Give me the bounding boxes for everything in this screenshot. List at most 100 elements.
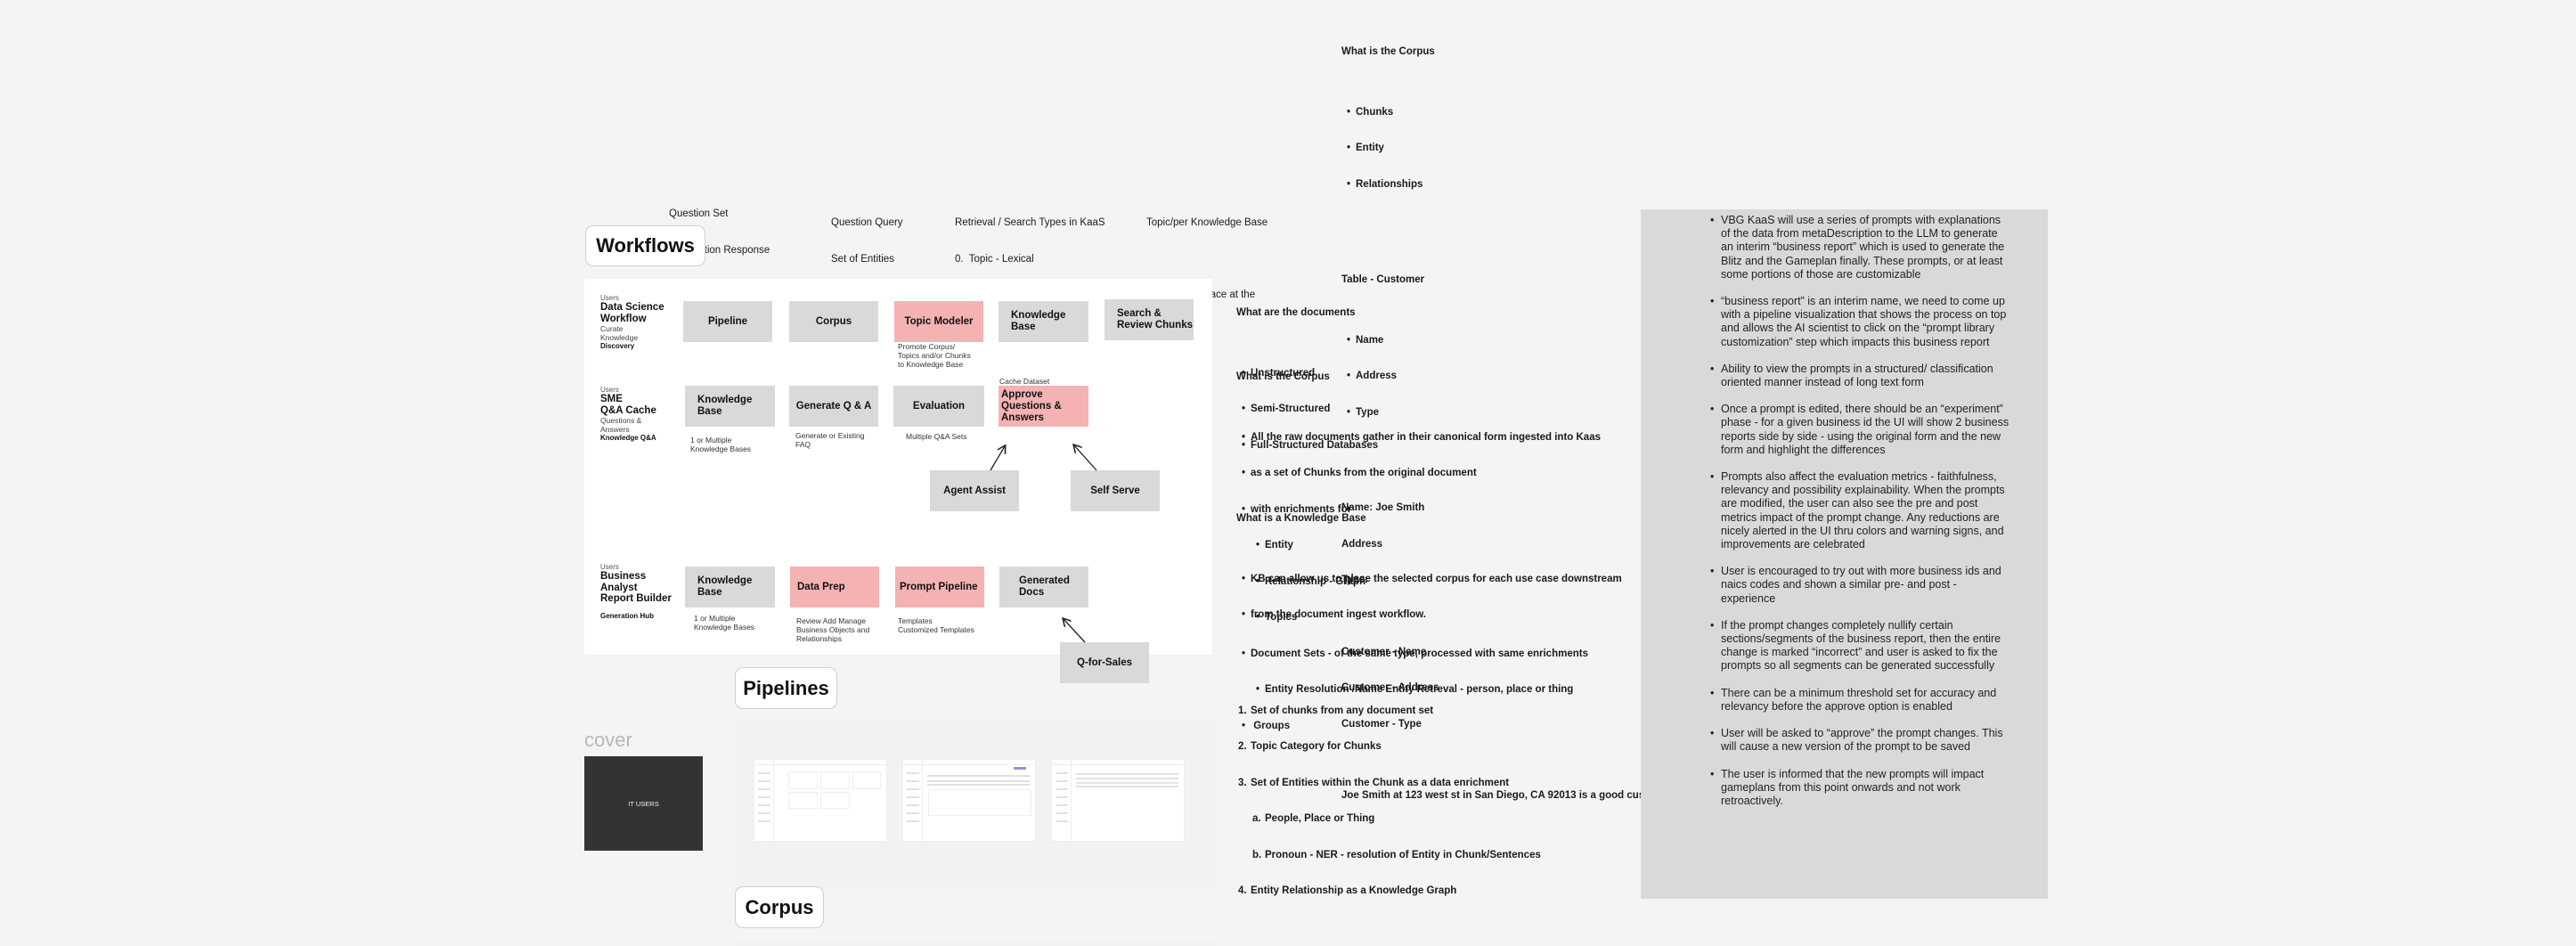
list-item: Document Sets - of the same type, proces… (1236, 648, 1601, 661)
row-label-sme: Users SME Q&A Cache Questions & Answers … (600, 386, 656, 442)
role-title: Workflow (600, 313, 647, 324)
users-label: Users (600, 294, 619, 302)
note-line: Question Set (669, 208, 729, 219)
list-item: Unstructured (1236, 368, 1378, 380)
hub-name: Discovery (600, 342, 635, 350)
thumbnail-screen-3[interactable] (1051, 759, 1185, 842)
requirement-item: “business report” is an interim name, we… (1708, 295, 2012, 349)
note-title: What is a Knowledge Base (1236, 513, 1366, 524)
step-label: Pipeline (707, 315, 748, 327)
list-item: from the document ingest workflow. (1236, 609, 1622, 622)
role-title: Business (600, 571, 647, 582)
item-number: 1. (1238, 705, 1247, 716)
caption-multiple-qa: Multiple Q&A Sets (906, 432, 967, 441)
list-item: KB can allow us to place the selected co… (1236, 574, 1622, 586)
numbered-item: 2. Topic Category for Chunks (1236, 741, 1622, 754)
numbered-item: 1.Set of chunks from any document set (1236, 705, 1622, 718)
requirement-item: The user is informed that the new prompt… (1708, 768, 2012, 809)
item-number: a. (1252, 813, 1261, 824)
note-title: What is the Corpus (1236, 371, 1330, 382)
step-data-prep[interactable]: Data Prep (790, 567, 879, 608)
note-what-is-kb: What is a Knowledge Base KB can allow us… (1236, 489, 1622, 909)
item-number: 3. (1238, 777, 1247, 788)
step-topic-modeler[interactable]: Topic Modeler (894, 301, 983, 342)
step-pipeline[interactable]: Pipeline (683, 301, 772, 342)
numbered-subitem: a. People, Place or Thing (1236, 813, 1622, 826)
step-corpus[interactable]: Corpus (789, 301, 878, 342)
step-label: Data Prep (797, 581, 845, 592)
list-item: Relationships (1341, 179, 1673, 192)
item-number: b. (1252, 849, 1262, 860)
numbered-item: 4.Entity Relationship as a Knowledge Gra… (1236, 885, 1622, 898)
note-title: What is the Corpus (1341, 46, 1435, 57)
step-label: Knowledge Base (697, 575, 753, 598)
note-title: Table - Customer (1341, 274, 1425, 285)
list-item: as a set of Chunks from the original doc… (1236, 468, 1601, 480)
requirement-item: There can be a minimum threshold set for… (1708, 687, 2012, 714)
source-self-serve[interactable]: Self Serve (1071, 470, 1160, 511)
requirement-item: User will be asked to “approve” the prom… (1708, 727, 2012, 754)
step-approve-qa[interactable]: Approve Questions & Answers (999, 386, 1088, 427)
step-search-review-chunks[interactable]: Search & Review Chunks (1105, 299, 1194, 340)
list-item: Entity Resolution /Name Entity Retreval … (1236, 684, 1601, 697)
list-item: Entity (1236, 540, 1601, 552)
item-text: Topic Category for Chunks (1251, 741, 1382, 752)
list-item: with enrichments for (1236, 504, 1601, 517)
source-label: Q-for-Sales (1077, 656, 1132, 668)
requirement-item: Prompts also affect the evaluation metri… (1708, 470, 2012, 551)
requirement-item: VBG KaaS will use a series of prompts wi… (1708, 214, 2012, 281)
list-item: Semi-Structured (1236, 404, 1378, 416)
corpus-area (736, 940, 1217, 946)
role-title: SME (600, 394, 623, 404)
caption-generate: Generate or Existing FAQ (795, 431, 865, 449)
frame-label-corpus[interactable]: Corpus (735, 886, 824, 928)
cover-tile[interactable]: IT USERS (584, 756, 703, 851)
hub-name: Generation Hub (600, 611, 655, 620)
role-title: Data Science (600, 302, 664, 313)
users-label: Users (600, 563, 619, 571)
caption-cache-dataset: Cache Dataset (999, 377, 1050, 386)
thumbnail-screen-1[interactable] (754, 759, 887, 842)
role-desc: Answers (600, 425, 630, 434)
step-label: Evaluation (912, 400, 966, 412)
caption-data-prep: Review Add Manage Business Objects and R… (796, 616, 870, 643)
source-q-for-sales[interactable]: Q-for-Sales (1060, 642, 1149, 683)
row-label-data-science: Users Data Science Workflow Curate Knowl… (600, 294, 664, 350)
cover-tile-label: IT USERS (628, 799, 659, 808)
role-desc: Curate (600, 324, 624, 333)
step-knowledge-base[interactable]: Knowledge Base (685, 386, 775, 427)
item-text: Entity Relationship as a Knowledge Graph (1251, 885, 1457, 896)
note-line: 0. Topic - Lexical (955, 253, 1034, 265)
note-line: Question Query (831, 217, 903, 228)
note-what-is-corpus-detail: What is the Corpus All the raw documents… (1236, 347, 1601, 769)
numbered-item: 3. Set of Entities within the Chunk as a … (1236, 778, 1622, 790)
source-label: Self Serve (1090, 485, 1140, 496)
hub-name: Knowledge Q&A (600, 434, 656, 442)
step-generated-docs[interactable]: Generated Docs (999, 567, 1088, 608)
step-knowledge-base[interactable]: Knowledge Base (685, 567, 775, 608)
step-label: Prompt Pipeline (900, 581, 978, 592)
source-agent-assist[interactable]: Agent Assist (930, 470, 1019, 511)
step-generate-qa[interactable]: Generate Q & A (789, 386, 878, 427)
step-evaluation[interactable]: Evaluation (893, 386, 984, 427)
step-label: Approve Questions & Answers (1001, 388, 1062, 423)
requirements-panel: VBG KaaS will use a series of prompts wi… (1641, 209, 2048, 899)
item-number: 2. (1238, 741, 1247, 752)
source-label: Agent Assist (943, 485, 1006, 496)
list-item: Name (1341, 335, 1673, 347)
step-knowledge-base[interactable]: Knowledge Base (999, 301, 1088, 342)
list-item: All the raw documents gather in their ca… (1236, 432, 1601, 444)
caption-templates: Templates Customized Templates (898, 616, 974, 634)
thumbnail-screen-2[interactable] (902, 759, 1036, 842)
role-title: Q&A Cache (600, 404, 656, 416)
step-label: Generate Q & A (795, 400, 872, 412)
row-label-business-analyst: Users Business Analyst Report Builder Ge… (600, 563, 672, 620)
frame-label-workflows[interactable]: Workflows (585, 225, 705, 266)
step-prompt-pipeline[interactable]: Prompt Pipeline (895, 567, 984, 608)
frame-label-pipelines[interactable]: Pipelines (735, 667, 837, 709)
example-sentence: Joe Smith at 123 west st in San Diego, C… (1341, 790, 1674, 801)
item-text: People, Place or Thing (1265, 813, 1375, 824)
caption-kb: 1 or Multiple Knowledge Bases (694, 614, 755, 632)
note-title: What are the documents (1236, 307, 1356, 318)
item-text: Set of Entities within the Chunk as a da… (1251, 777, 1510, 788)
